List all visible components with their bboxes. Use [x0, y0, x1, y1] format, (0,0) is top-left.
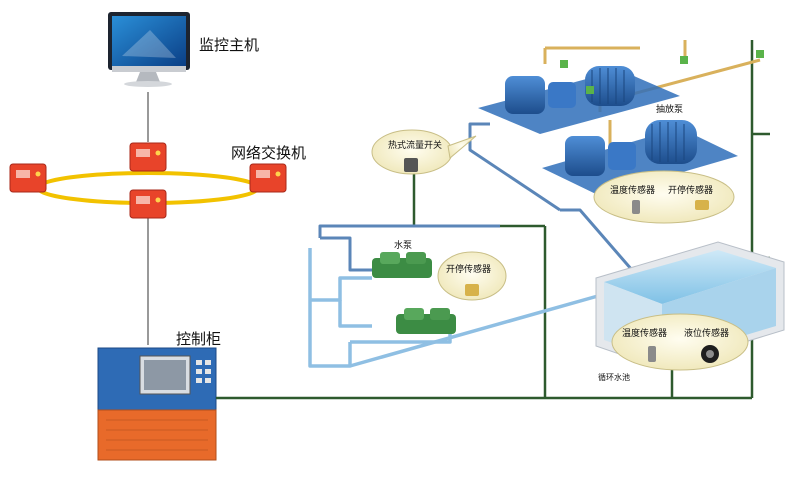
water-start-stop-sensor-label: 开停传感器: [446, 265, 492, 275]
pool-temp-sensor-label: 温度传感器: [622, 329, 668, 339]
pump-sensors-bubble: [593, 170, 735, 224]
water-pump-label: 水泵: [394, 241, 413, 251]
water-pump-1: [372, 252, 432, 278]
suction-pump-1: [478, 66, 680, 134]
pipe-network: [308, 122, 634, 368]
network-switch-bottom: [129, 189, 167, 219]
monitor-computer: [108, 12, 190, 87]
water-pump-2: [396, 308, 456, 334]
water-pump-sensor-bubble: [437, 251, 507, 301]
thermal-flow-switch-bubble: [371, 129, 477, 175]
control-cabinet: [97, 347, 217, 461]
pump-temp-sensor-label: 温度传感器: [610, 186, 656, 196]
monitor-host-label: 监控主机: [199, 36, 260, 54]
suction-pump-label: 抽放泵: [656, 105, 684, 115]
valve-markers: [560, 50, 764, 94]
network-switch-right: [249, 163, 287, 193]
pool-level-sensor-label: 液位传感器: [684, 329, 730, 339]
suction-pump-2: [542, 120, 738, 196]
circulation-pool-label: 循环水池: [598, 373, 630, 382]
network-switch-left: [9, 163, 47, 193]
thermal-flow-switch-label: 热式流量开关: [388, 141, 443, 151]
network-switch-label: 网络交换机: [231, 144, 307, 162]
network-switch-top: [129, 142, 167, 172]
pump-start-stop-sensor-label: 开停传感器: [668, 186, 714, 196]
pool-sensors-bubble: [611, 313, 749, 371]
control-cabinet-label: 控制柜: [176, 330, 222, 348]
